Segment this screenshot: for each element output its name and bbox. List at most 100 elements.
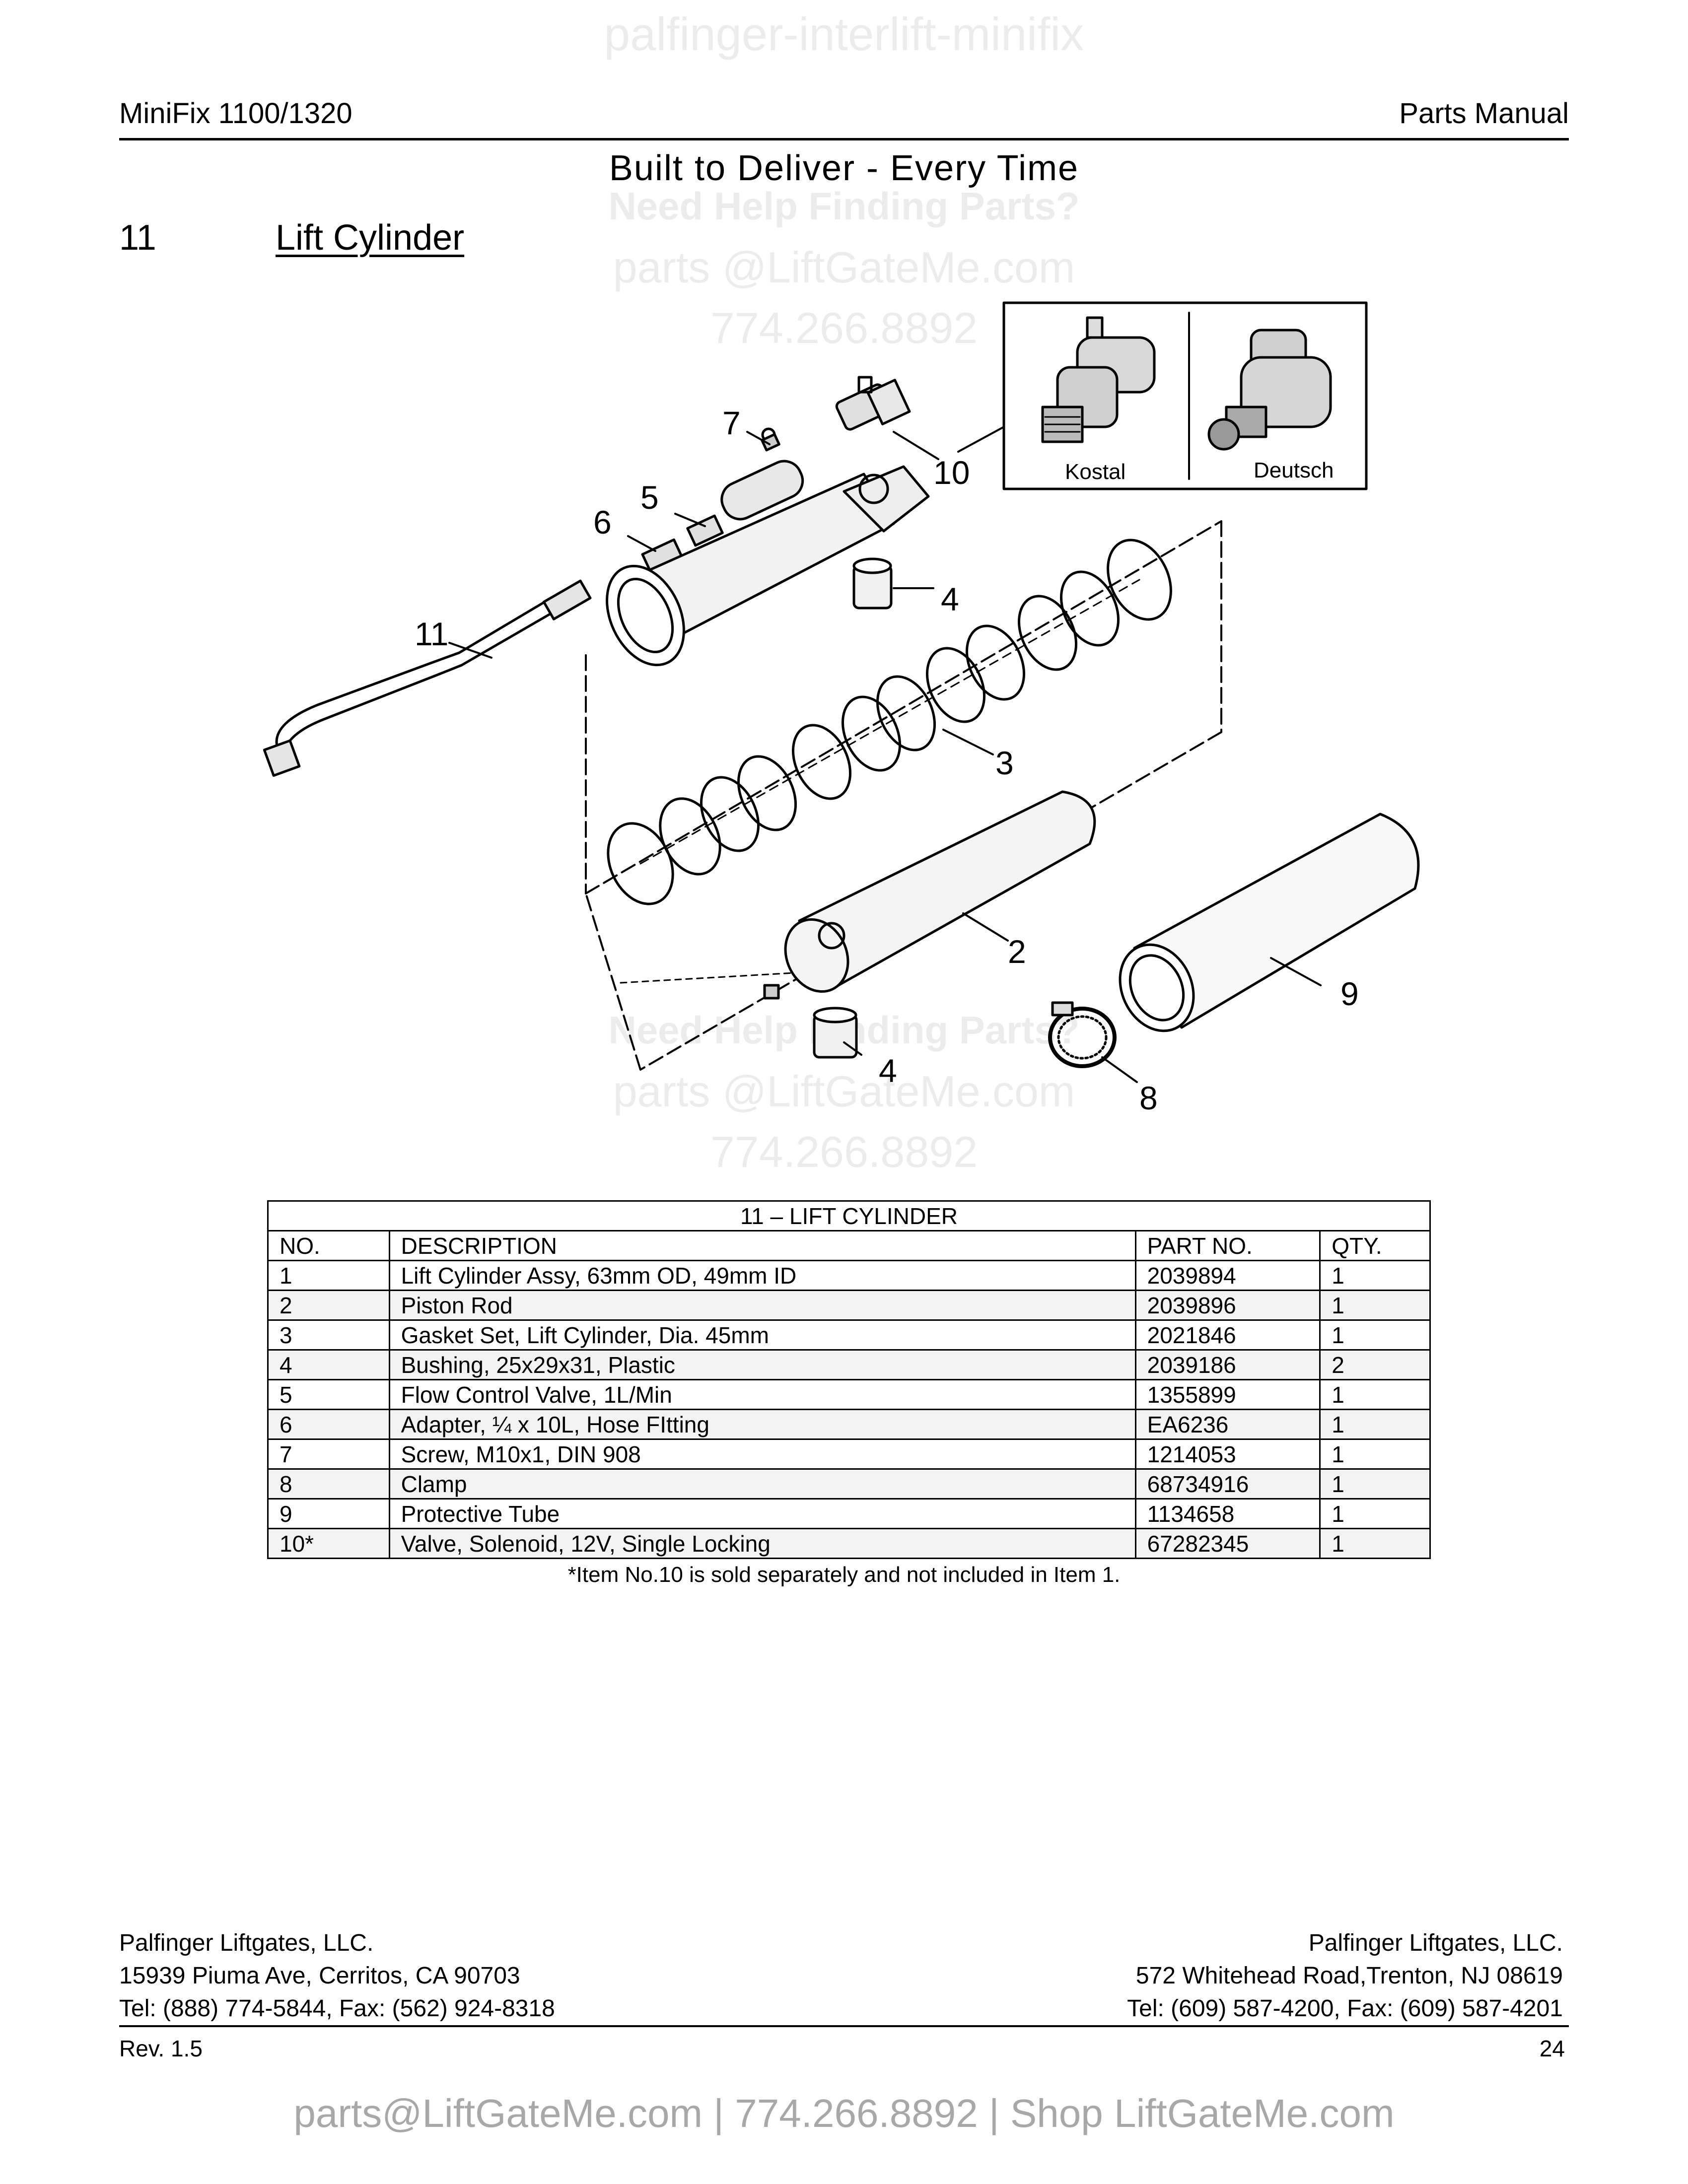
piston-rod-drawing — [620, 790, 1096, 1000]
footer-phone-west: Tel: (888) 774-5844, Fax: (562) 924-8318 — [119, 1995, 555, 2022]
callout-10: 10 — [933, 454, 970, 491]
cell-no: 10* — [267, 1528, 390, 1559]
revision-label: Rev. 1.5 — [119, 2036, 203, 2061]
bottom-contact-banner: parts@LiftGateMe.com | 774.266.8892 | Sh… — [293, 2091, 1395, 2135]
watermark-phone-top: 774.266.8892 — [710, 303, 978, 352]
cell-no: 2 — [267, 1290, 390, 1321]
footer-street-east: 572 Whitehead Road,Trenton, NJ 08619 — [1135, 1963, 1563, 1989]
page-number: 24 — [1539, 2036, 1565, 2061]
cell-no: 6 — [267, 1409, 390, 1440]
cell-part-no: 67282345 — [1134, 1528, 1321, 1559]
header-rule — [119, 138, 1569, 140]
cell-description: Screw, M10x1, DIN 908 — [388, 1438, 1136, 1470]
table-footnote: *Item No.10 is sold separately and not i… — [567, 1563, 1121, 1587]
cell-qty: 1 — [1319, 1498, 1431, 1529]
cell-qty: 1 — [1319, 1409, 1431, 1440]
col-header-qty: QTY. — [1319, 1230, 1431, 1261]
watermark-help-top: Need Help Finding Parts? — [608, 184, 1080, 228]
cell-no: 4 — [267, 1349, 390, 1380]
cell-qty: 1 — [1319, 1379, 1431, 1410]
callout-6: 6 — [593, 504, 612, 541]
cell-no: 8 — [267, 1468, 390, 1500]
footer-address-west: Palfinger Liftgates, LLC. 15939 Piuma Av… — [119, 1927, 555, 2025]
cell-part-no: 68734916 — [1134, 1468, 1321, 1500]
cell-no: 9 — [267, 1498, 390, 1529]
section-title: Lift Cylinder — [276, 218, 465, 258]
parts-table: 11 – LIFT CYLINDER NO. DESCRIPTION PART … — [267, 1200, 1431, 1559]
cell-description: Piston Rod — [388, 1290, 1136, 1321]
solenoid-valve-drawing — [835, 376, 911, 431]
cell-description: Clamp — [388, 1468, 1136, 1500]
callout-3: 3 — [995, 745, 1014, 781]
exploded-parts-diagram: 7 5 6 10 4 11 3 2 9 4 8 Kostal Deutsch — [263, 301, 1420, 1116]
cell-part-no: 1214053 — [1134, 1438, 1321, 1470]
callout-9: 9 — [1340, 975, 1359, 1012]
callout-4-upper: 4 — [941, 581, 959, 617]
cell-description: Lift Cylinder Assy, 63mm OD, 49mm ID — [388, 1260, 1136, 1291]
cell-no: 1 — [267, 1260, 390, 1291]
bushing-lower-drawing — [813, 1007, 858, 1059]
table-header-row: NO. DESCRIPTION PART NO. QTY. — [267, 1230, 1431, 1261]
cell-qty: 1 — [1319, 1260, 1431, 1291]
watermark-email-mid: parts @LiftGateMe.com — [613, 1067, 1075, 1116]
cell-description: Protective Tube — [388, 1498, 1136, 1529]
footer-rule — [119, 2025, 1569, 2027]
cell-part-no: 2039186 — [1134, 1349, 1321, 1380]
section-number: 11 — [119, 218, 156, 258]
header-document-type: Parts Manual — [1399, 97, 1569, 130]
table-caption: 11 – LIFT CYLINDER — [267, 1200, 1431, 1231]
cell-part-no: 2039894 — [1134, 1260, 1321, 1291]
footer-street-west: 15939 Piuma Ave, Cerritos, CA 90703 — [119, 1963, 520, 1989]
cell-qty: 1 — [1319, 1438, 1431, 1470]
tagline: Built to Deliver - Every Time — [609, 148, 1079, 188]
cell-part-no: EA6236 — [1134, 1409, 1321, 1440]
cell-description: Valve, Solenoid, 12V, Single Locking — [388, 1528, 1136, 1559]
inset-label-deutsch: Deutsch — [1254, 458, 1334, 482]
cylinder-body-drawing — [606, 465, 930, 667]
clamp-drawing — [1048, 1001, 1117, 1068]
cell-no: 3 — [267, 1319, 390, 1351]
cell-qty: 1 — [1319, 1528, 1431, 1559]
hose-fitting-drawing — [263, 579, 592, 777]
cell-part-no: 2039896 — [1134, 1290, 1321, 1321]
cell-description: Bushing, 25x29x31, Plastic — [388, 1349, 1136, 1380]
bushing-upper-drawing — [852, 557, 893, 610]
cell-qty: 1 — [1319, 1290, 1431, 1321]
cell-qty: 1 — [1319, 1319, 1431, 1351]
footer-phone-east: Tel: (609) 587-4200, Fax: (609) 587-4201 — [1127, 1995, 1563, 2022]
cell-description: Adapter, ¼ x 10L, Hose FItting — [388, 1409, 1136, 1440]
cell-part-no: 2021846 — [1134, 1319, 1321, 1351]
cell-part-no: 1355899 — [1134, 1379, 1321, 1410]
kostal-solenoid-drawing — [1041, 316, 1156, 443]
callout-2: 2 — [1008, 933, 1026, 970]
callout-8: 8 — [1139, 1080, 1158, 1116]
cell-part-no: 1134658 — [1134, 1498, 1321, 1529]
cell-no: 7 — [267, 1438, 390, 1470]
cell-description: Flow Control Valve, 1L/Min — [388, 1379, 1136, 1410]
callout-4-lower: 4 — [879, 1052, 897, 1089]
inset-frame — [1002, 301, 1368, 490]
watermark-email-top: parts @LiftGateMe.com — [613, 243, 1075, 292]
footer-address-east: Palfinger Liftgates, LLC. 572 Whitehead … — [1127, 1927, 1563, 2025]
watermark-site: palfinger-interlift-minifix — [604, 8, 1084, 60]
gasket-set-drawing — [585, 520, 1222, 1071]
header-manual-model: MiniFix 1100/1320 — [119, 97, 352, 130]
watermark-phone-mid: 774.266.8892 — [710, 1127, 978, 1176]
callout-5: 5 — [640, 479, 659, 516]
callout-7: 7 — [722, 405, 741, 441]
footer-company-west: Palfinger Liftgates, LLC. — [119, 1930, 374, 1956]
deutsch-solenoid-drawing — [1207, 329, 1332, 451]
cell-no: 5 — [267, 1379, 390, 1410]
callout-11: 11 — [415, 615, 449, 652]
inset-label-kostal: Kostal — [1065, 460, 1125, 484]
cell-qty: 2 — [1319, 1349, 1431, 1380]
